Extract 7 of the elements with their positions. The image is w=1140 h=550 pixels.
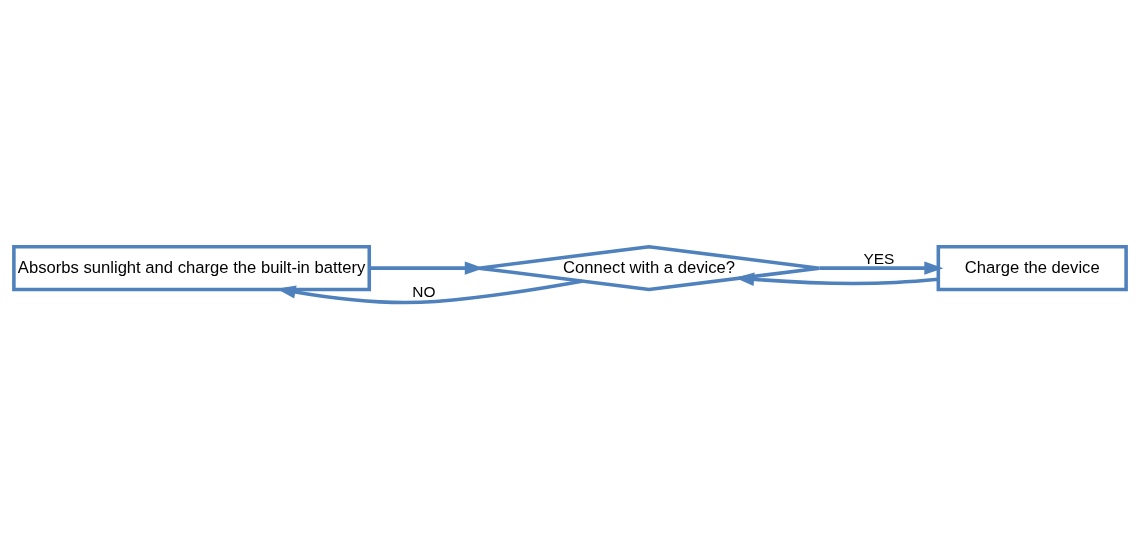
- node-box: Absorbs sunlight and charge the built-in battery: [12, 244, 372, 292]
- arrow: [735, 272, 939, 286]
- arrow: [819, 261, 944, 275]
- edge-label: YES: [863, 249, 895, 267]
- node-box: Charge the device: [936, 244, 1128, 292]
- edge-label: NO: [412, 283, 436, 301]
- node-diamond: Connect with a device?: [476, 244, 822, 292]
